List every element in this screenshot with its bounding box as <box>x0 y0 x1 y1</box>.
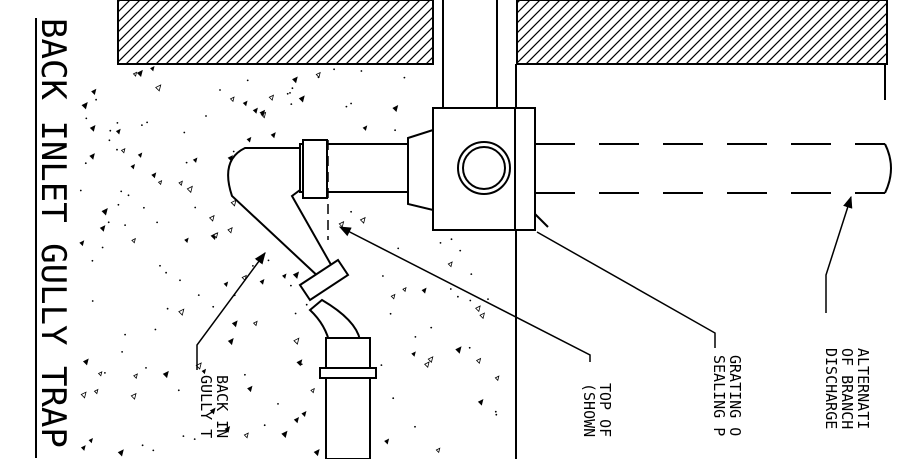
label-alternative-branch: ALTERNATI OF BRANCH DISCHARGE <box>822 348 872 429</box>
concrete-speckles <box>79 66 500 457</box>
label-grating-line-1: GRATING O <box>726 355 744 436</box>
label-top-line-2: (SHOWN <box>580 383 598 437</box>
gully-hopper <box>407 107 549 231</box>
label-top-of: TOP OF (SHOWN <box>580 383 614 437</box>
label-alternative-line-3: DISCHARGE <box>822 348 840 429</box>
label-back-inlet: BACK IN GULLY T <box>197 375 231 438</box>
hatched-slab-left <box>117 0 434 65</box>
label-grating: GRATING O SEALING P <box>710 355 744 436</box>
label-alternative-line-2: OF BRANCH <box>838 348 856 429</box>
label-grating-line-2: SEALING P <box>710 355 728 436</box>
label-alternative-line-1: ALTERNATI <box>854 348 872 429</box>
drawing-title: BACK INLET GULLY TRAP <box>33 18 73 448</box>
title-group: BACK INLET GULLY TRAP <box>33 18 73 458</box>
label-top-line-1: TOP OF <box>596 383 614 437</box>
branch-discharge-pipe <box>535 143 892 194</box>
trap-pipe <box>227 139 409 459</box>
label-back-inlet-line-1: BACK IN <box>213 375 231 438</box>
leader-lines <box>196 195 853 370</box>
label-back-inlet-line-2: GULLY T <box>197 375 215 438</box>
hatched-slab-right <box>516 0 888 65</box>
